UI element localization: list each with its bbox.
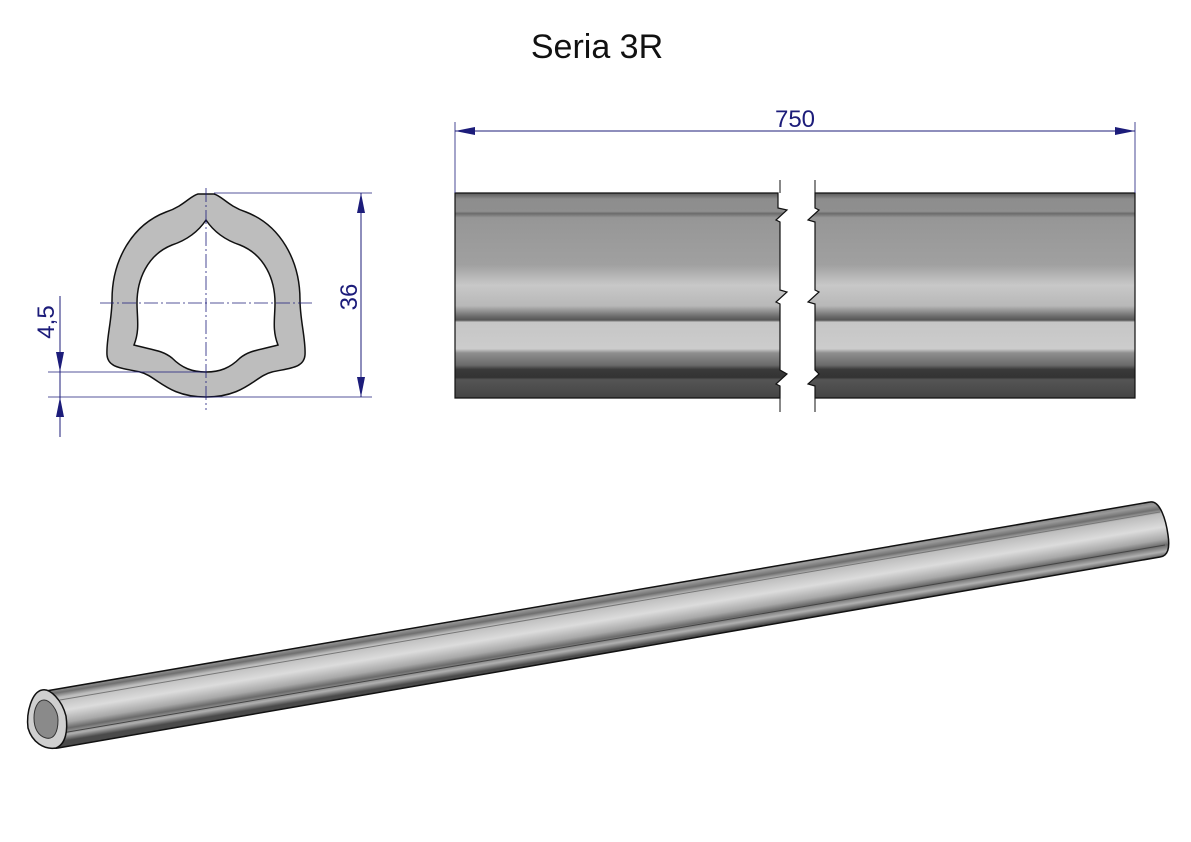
length-dimension: 750 xyxy=(454,106,1136,193)
cross-section-view: 36 4,5 xyxy=(33,188,372,437)
arrow-right-icon xyxy=(1115,127,1135,135)
length-label: 750 xyxy=(775,106,815,133)
side-view-left-segment xyxy=(454,192,789,399)
arrow-left-icon xyxy=(455,127,475,135)
drawing-title: Seria 3R xyxy=(531,28,663,66)
arrow-down-icon xyxy=(357,377,365,397)
height-label: 36 xyxy=(336,284,363,311)
height-dimension: 36 xyxy=(206,192,372,398)
wall-thickness-dimension: 4,5 xyxy=(33,296,206,437)
arrow-down-icon xyxy=(56,352,64,372)
side-view: 750 xyxy=(454,106,1136,412)
side-view-right-segment xyxy=(806,192,1136,399)
arrow-up-icon xyxy=(56,397,64,417)
tube-3d-view xyxy=(26,501,1170,750)
wall-thickness-label: 4,5 xyxy=(33,305,60,338)
arrow-up-icon xyxy=(357,193,365,213)
